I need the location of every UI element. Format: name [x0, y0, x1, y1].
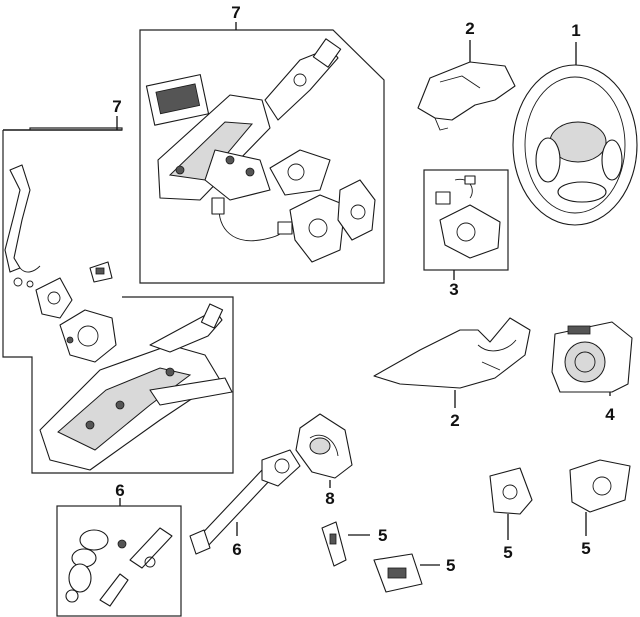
callout-1: 1: [571, 21, 580, 40]
callout-6-center: 6: [232, 540, 241, 559]
callout-5-b: 5: [446, 556, 455, 575]
callout-4: 4: [605, 405, 615, 424]
switch-right-1: 5: [489, 467, 533, 562]
callout-5-a: 5: [378, 526, 387, 545]
column-boot: 8: [295, 413, 353, 508]
steering-column-box-upper: 7: [139, 3, 385, 284]
shaft-kit-box: 6: [56, 481, 182, 617]
callout-3: 3: [449, 280, 458, 299]
steering-wheel: 1: [512, 21, 638, 226]
callout-2-lower: 2: [450, 411, 459, 430]
switch-left-small: 5: [321, 521, 387, 567]
lower-column-shroud: 2: [373, 317, 531, 430]
callout-5-c: 5: [503, 543, 512, 562]
steering-column-box-lower: 7: [2, 97, 234, 474]
steering-column-lower: [39, 303, 233, 471]
upper-column-shroud: 2: [417, 19, 516, 131]
intermediate-shaft: 6: [189, 449, 301, 559]
ignition-lock-box: 3: [423, 169, 509, 299]
small-bracket: [89, 261, 113, 283]
steering-column-upper: [145, 38, 376, 263]
clock-spring: 4: [551, 321, 633, 424]
callout-7-lower: 7: [112, 97, 121, 116]
callout-8: 8: [325, 489, 334, 508]
switch-right-2: 5: [569, 459, 631, 558]
lock-assembly: [59, 309, 117, 363]
mount-plate: [35, 277, 73, 319]
tilt-lever: [4, 164, 41, 288]
callout-5-d: 5: [581, 539, 590, 558]
callout-7-upper: 7: [231, 3, 240, 22]
switch-center: 5: [373, 553, 455, 593]
callout-6-kit: 6: [115, 481, 124, 500]
callout-2-upper: 2: [465, 19, 474, 38]
